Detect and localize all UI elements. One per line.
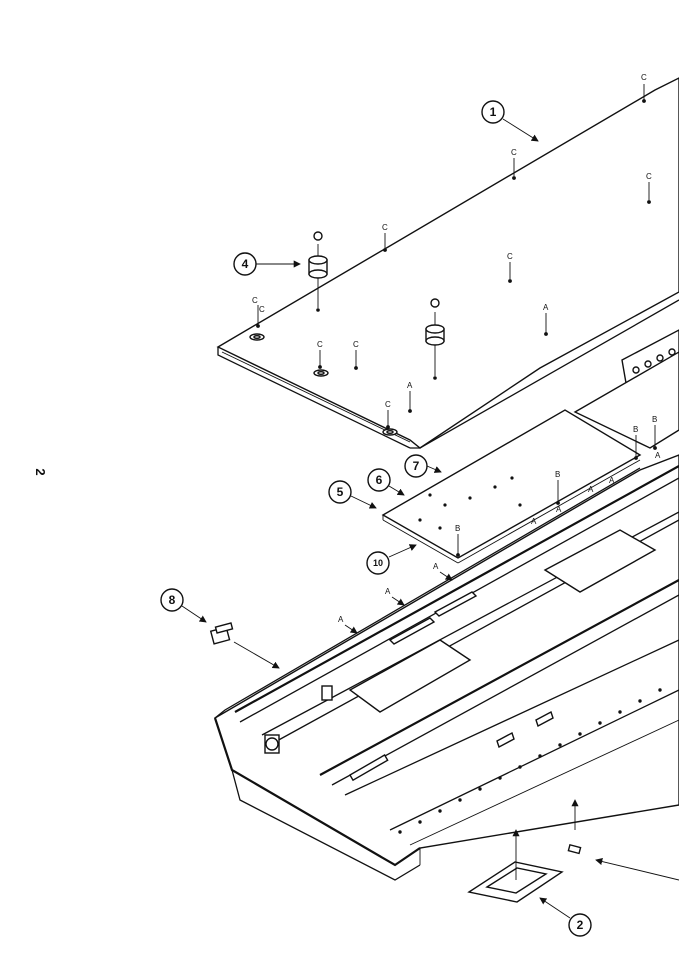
svg-text:10: 10: [373, 558, 383, 568]
screw-label-c: C: [641, 73, 647, 82]
screw-label-c: C: [385, 400, 391, 409]
svg-text:6: 6: [376, 473, 383, 487]
svg-text:2: 2: [577, 918, 584, 932]
screw-label-a: A: [556, 505, 562, 514]
screw-label-c: C: [646, 172, 652, 181]
screw-label-c: C: [507, 252, 513, 261]
svg-text:1: 1: [490, 105, 497, 119]
small-bracket-8: [209, 622, 234, 645]
screw-label-b: B: [555, 470, 560, 479]
screws: [256, 84, 657, 557]
screw-label-b: B: [652, 415, 657, 424]
screw-label-c: C: [259, 305, 265, 314]
bottom-case: [213, 454, 679, 881]
screw-label-a: A: [407, 381, 413, 390]
screw-label-a: A: [531, 517, 537, 526]
screw-label-b: B: [455, 524, 460, 533]
rubber-foot-right: [425, 298, 445, 380]
callout-5: 5: [328, 480, 377, 509]
svg-text:7: 7: [413, 459, 420, 473]
screw-label-a: A: [588, 485, 594, 494]
a-indicator-arrows: [344, 571, 453, 634]
screw-label-b: B: [633, 425, 638, 434]
svg-text:5: 5: [337, 485, 344, 499]
callout-10: 10: [366, 544, 417, 575]
callout-6: 6: [367, 468, 405, 496]
escutcheon-plate-2: [467, 829, 564, 903]
screw-label-a: A: [655, 451, 661, 460]
callout-8: 8: [160, 588, 280, 669]
screw-label-c: C: [511, 148, 517, 157]
screw-label-c: C: [353, 340, 359, 349]
callout-2: 2: [539, 897, 592, 937]
clip-leader: [595, 857, 679, 881]
screw-label-a: A: [609, 476, 615, 485]
top-cover-panel: [216, 77, 679, 449]
svg-text:4: 4: [242, 257, 249, 271]
circuit-board-right: [573, 351, 679, 449]
callout-4: 4: [233, 252, 301, 276]
rubber-foot-left: [308, 231, 328, 312]
svg-text:8: 8: [169, 593, 176, 607]
screw-labels: C C C C C C C C C C A A A A A A A A A A …: [252, 73, 661, 624]
small-clip: [567, 799, 582, 855]
screw-label-c: C: [317, 340, 323, 349]
callout-1: 1: [481, 100, 539, 142]
screw-label-c: C: [252, 296, 258, 305]
circuit-board-10: [381, 409, 642, 564]
page-number: 2: [33, 468, 48, 475]
screw-label-a: A: [338, 615, 344, 624]
screw-label-a: A: [433, 562, 439, 571]
callout-7: 7: [404, 454, 442, 478]
screw-label-c: C: [382, 223, 388, 232]
screw-label-a: A: [385, 587, 391, 596]
screw-label-a: A: [543, 303, 549, 312]
